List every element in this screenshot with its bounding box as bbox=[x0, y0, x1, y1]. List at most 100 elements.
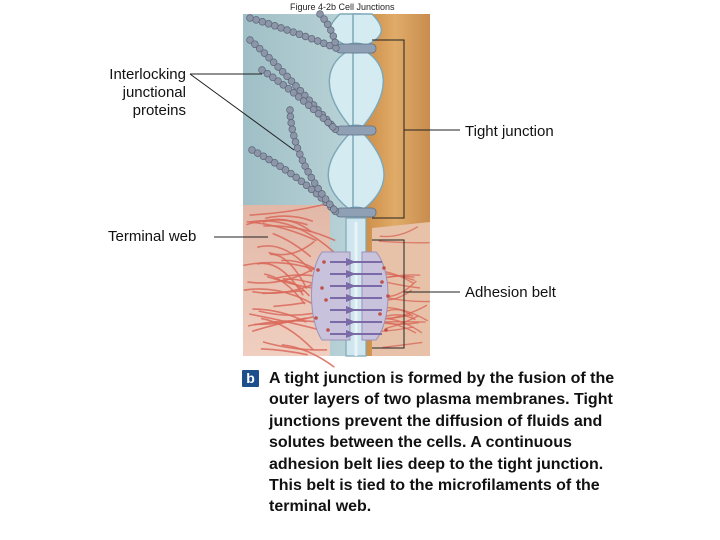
protein-bead bbox=[269, 73, 277, 82]
adhesion-link-head bbox=[346, 258, 356, 266]
protein-bead bbox=[316, 10, 324, 18]
figure-caption: A tight junction is formed by the fusion… bbox=[269, 370, 615, 516]
microfilament bbox=[260, 348, 308, 356]
plaque-dot bbox=[386, 294, 390, 298]
microfilament bbox=[272, 232, 312, 258]
protein-bead bbox=[304, 168, 312, 176]
plaque-dot bbox=[320, 286, 324, 290]
protein-bead bbox=[288, 125, 297, 134]
protein-bead bbox=[283, 26, 291, 34]
adhesion-belt-label: Adhesion belt bbox=[465, 284, 556, 301]
interlocking-junctional-proteins-label: Interlocking junctional proteins bbox=[109, 66, 186, 120]
protein-bead bbox=[287, 169, 295, 178]
protein-bead bbox=[314, 109, 323, 118]
protein-bead bbox=[319, 114, 328, 122]
protein-bead bbox=[309, 105, 318, 114]
microfilament bbox=[379, 226, 419, 238]
protein-bead bbox=[329, 32, 338, 40]
protein-bead bbox=[318, 190, 326, 198]
panel-letter-badge: b bbox=[242, 370, 259, 387]
protein-bead bbox=[330, 205, 338, 214]
adhesion-belt bbox=[311, 251, 390, 341]
microfilament bbox=[262, 341, 328, 351]
plaque-dot bbox=[378, 312, 382, 316]
protein-bead bbox=[292, 82, 300, 90]
plaque-dot bbox=[326, 328, 330, 332]
microfilament bbox=[281, 344, 335, 368]
microfilament bbox=[385, 281, 421, 289]
protein-bead bbox=[265, 155, 273, 164]
protein-bead bbox=[253, 149, 262, 157]
protein-bead bbox=[270, 159, 279, 167]
protein-bead bbox=[264, 20, 273, 28]
protein-bead bbox=[246, 36, 254, 44]
interlocking-junctional-protein-chains bbox=[246, 10, 340, 216]
protein-bead bbox=[248, 146, 256, 154]
protein-bead bbox=[279, 81, 288, 89]
plaque-dot bbox=[314, 316, 318, 320]
protein-bead bbox=[274, 63, 282, 71]
adhesion-link-head bbox=[346, 318, 356, 326]
protein-bead bbox=[252, 16, 260, 24]
protein-bead bbox=[281, 166, 290, 174]
plaque-dot bbox=[316, 268, 320, 272]
plaque-dot bbox=[322, 260, 326, 264]
protein-bead bbox=[265, 53, 273, 62]
protein-bead bbox=[255, 44, 264, 53]
protein-bead bbox=[258, 18, 267, 26]
protein-bead bbox=[284, 85, 293, 93]
protein-bead bbox=[263, 69, 272, 78]
adhesion-link-head bbox=[346, 330, 356, 338]
plaque-dot bbox=[324, 298, 328, 302]
protein-bead bbox=[323, 20, 332, 29]
protein-bead bbox=[258, 66, 266, 74]
protein-bead bbox=[331, 38, 339, 47]
microfilament bbox=[386, 315, 419, 329]
protein-bead bbox=[276, 162, 284, 171]
tight-junction-label: Tight junction bbox=[465, 123, 554, 140]
interlocking-label-line-2: junctional bbox=[122, 84, 186, 101]
protein-bead bbox=[292, 173, 300, 182]
figure-title: Figure 4-2b Cell Junctions bbox=[290, 2, 395, 12]
protein-bead bbox=[297, 177, 306, 186]
protein-bead bbox=[307, 173, 316, 182]
adhesion-belt-bracket bbox=[372, 239, 405, 349]
protein-bead bbox=[271, 22, 279, 30]
terminal-web-microfilaments bbox=[243, 203, 430, 368]
adhesion-link-head bbox=[346, 306, 356, 314]
microfilament bbox=[266, 275, 316, 290]
plaque-dot bbox=[380, 280, 384, 284]
protein-bead bbox=[278, 67, 287, 76]
protein-bead bbox=[324, 118, 332, 127]
protein-bead bbox=[301, 162, 309, 170]
tight-junction-membranes bbox=[327, 13, 385, 218]
protein-bead bbox=[259, 152, 268, 160]
adhesion-link-head bbox=[346, 270, 356, 278]
protein-bead bbox=[321, 195, 330, 203]
tight-junction-bracket bbox=[372, 39, 405, 219]
terminal-web-label: Terminal web bbox=[108, 228, 197, 245]
protein-bead bbox=[287, 77, 296, 85]
adhesion-link-head bbox=[346, 294, 356, 302]
microfilament bbox=[383, 314, 416, 321]
microfilament bbox=[260, 317, 315, 351]
microfilament bbox=[263, 273, 306, 305]
protein-bead bbox=[302, 181, 311, 190]
protein-bead bbox=[287, 119, 295, 127]
protein-bead bbox=[329, 123, 337, 131]
protein-bead bbox=[286, 106, 294, 114]
protein-bead bbox=[274, 77, 282, 85]
protein-bead bbox=[294, 93, 303, 101]
microfilament bbox=[256, 245, 313, 273]
interlocking-leader-2 bbox=[189, 73, 295, 151]
microfilament bbox=[385, 296, 430, 303]
protein-bead bbox=[291, 138, 300, 146]
microfilament bbox=[246, 219, 308, 226]
protein-bead bbox=[299, 97, 308, 105]
protein-bead bbox=[310, 179, 319, 187]
microfilament bbox=[268, 240, 315, 256]
protein-bead bbox=[289, 89, 298, 97]
protein-bead bbox=[304, 101, 313, 109]
microfilament bbox=[265, 215, 314, 222]
